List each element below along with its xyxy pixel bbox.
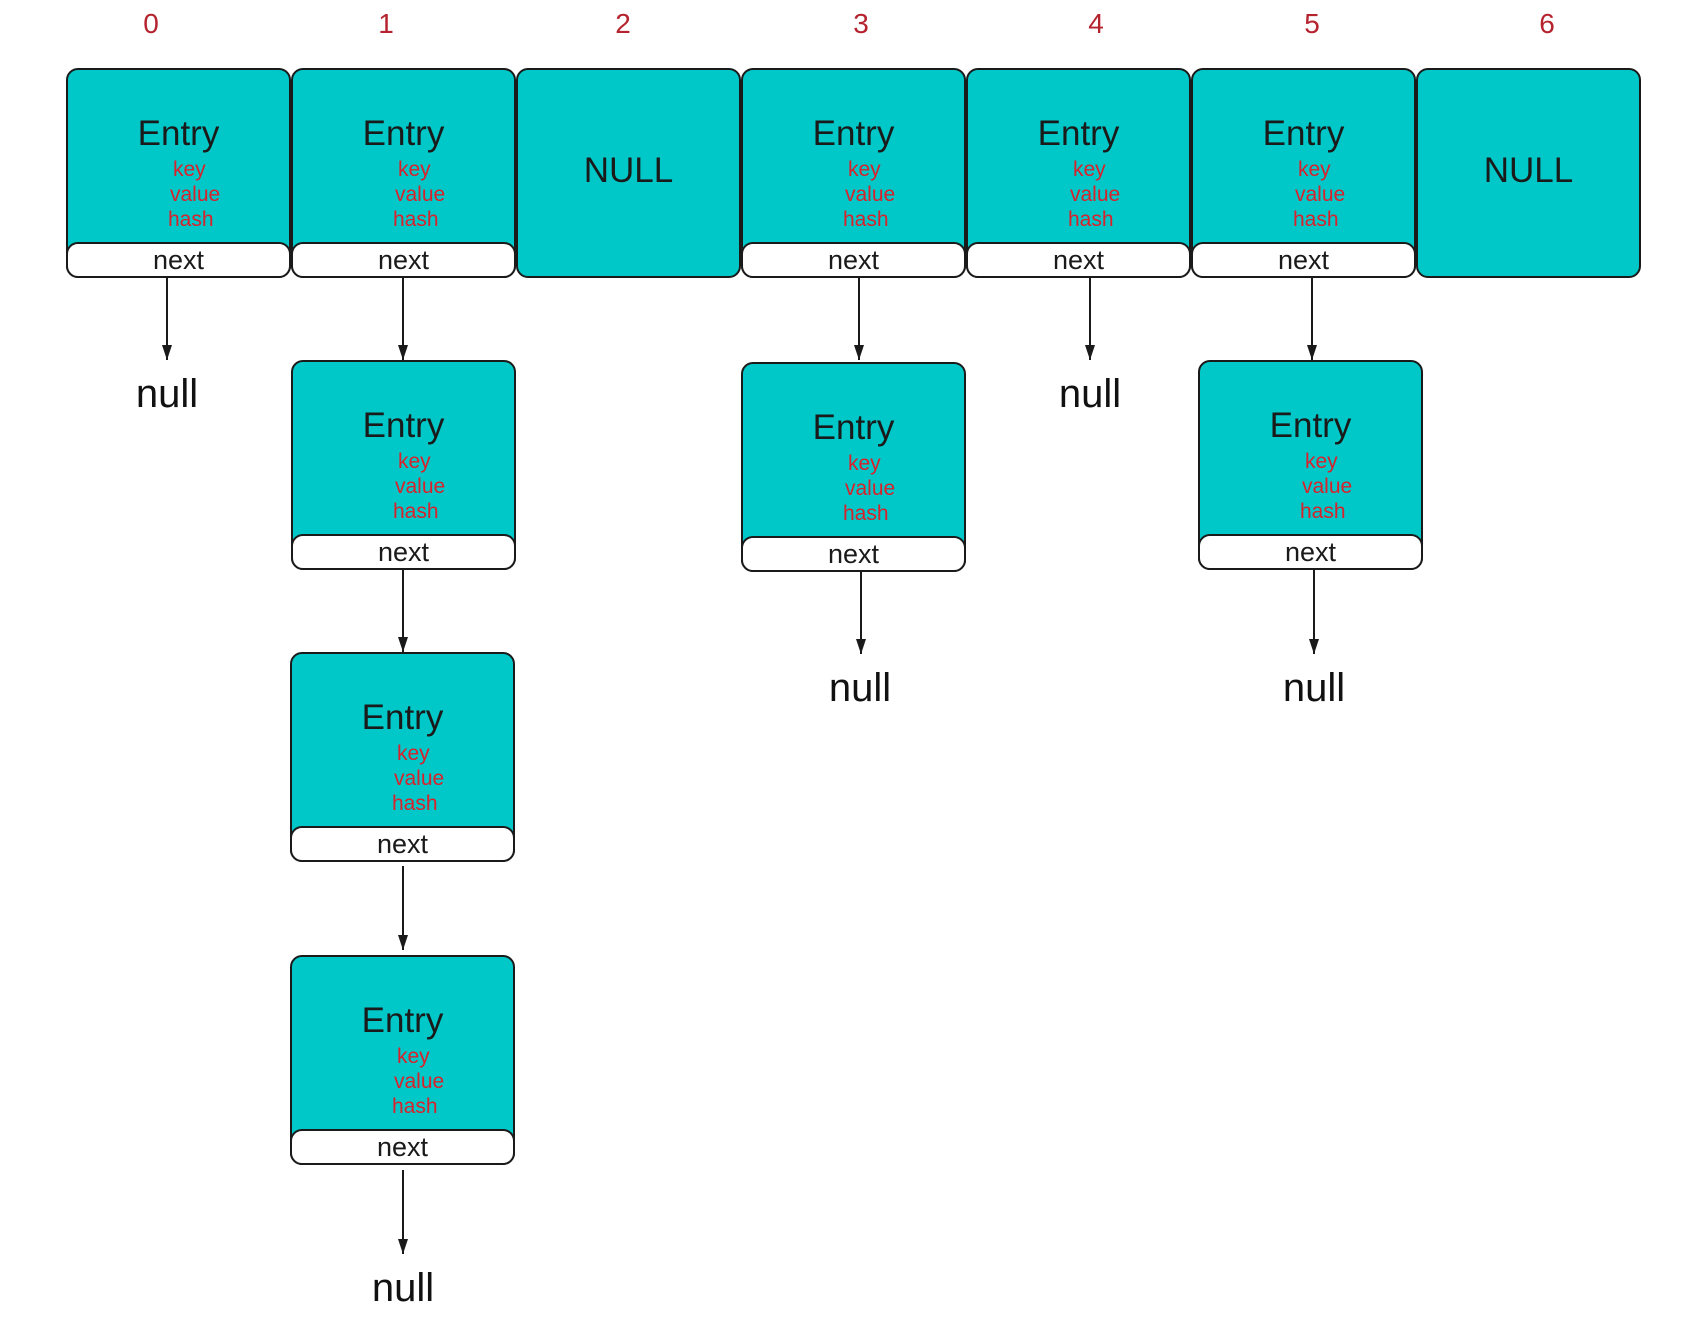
key-field: key <box>848 158 881 181</box>
arrowhead <box>398 1239 408 1254</box>
chain-1-terminator: null <box>371 1266 435 1310</box>
hash-field: hash <box>1300 500 1346 523</box>
arrowhead <box>854 345 864 360</box>
chain-0-terminator: null <box>135 372 199 416</box>
next-pointer: next <box>290 1129 515 1165</box>
arrowhead <box>398 637 408 652</box>
chain-3-entry-2: Entry key value hash next <box>741 362 966 572</box>
chain-1-entry-3: Entry key value hash next <box>290 652 515 862</box>
bucket-0-entry: Entry key value hash next <box>66 68 291 278</box>
hash-field: hash <box>843 502 889 525</box>
entry-label: Entry <box>361 1001 444 1040</box>
chain-5-terminator: null <box>1282 666 1346 710</box>
chain-4-terminator: null <box>1058 372 1122 416</box>
hash-field: hash <box>393 208 439 231</box>
entry-label: Entry <box>361 698 444 737</box>
hash-field: hash <box>392 1095 438 1118</box>
bucket-index-2: 2 <box>615 8 631 39</box>
next-pointer: next <box>741 536 966 572</box>
value-field: value <box>394 767 445 790</box>
hash-field: hash <box>393 500 439 523</box>
next-pointer: next <box>966 242 1191 278</box>
value-field: value <box>170 183 221 206</box>
arrowhead <box>1307 345 1317 360</box>
next-pointer: next <box>291 534 516 570</box>
value-field: value <box>395 183 446 206</box>
bucket-6-empty: NULL <box>1416 68 1641 278</box>
hash-field: hash <box>168 208 214 231</box>
next-pointer: next <box>741 242 966 278</box>
bucket-index-5: 5 <box>1304 8 1320 39</box>
key-field: key <box>397 742 430 765</box>
bucket-1-entry: Entry key value hash next <box>291 68 516 278</box>
value-field: value <box>395 475 446 498</box>
bucket-index-4: 4 <box>1088 8 1104 39</box>
bucket-5-entry: Entry key value hash next <box>1191 68 1416 278</box>
arrowhead <box>1085 345 1095 360</box>
value-field: value <box>1070 183 1121 206</box>
value-field: value <box>394 1070 445 1093</box>
arrowhead <box>398 345 408 360</box>
entry-label: Entry <box>1037 114 1120 153</box>
value-field: value <box>1295 183 1346 206</box>
entry-label: Entry <box>1262 114 1345 153</box>
value-field: value <box>845 477 896 500</box>
arrowhead <box>162 345 172 360</box>
next-pointer: next <box>66 242 291 278</box>
key-field: key <box>398 158 431 181</box>
bucket-index-0: 0 <box>143 8 159 39</box>
entry-label: Entry <box>812 408 895 447</box>
hash-field: hash <box>392 792 438 815</box>
next-pointer: next <box>290 826 515 862</box>
entry-label: Entry <box>362 114 445 153</box>
next-pointer: next <box>291 242 516 278</box>
hash-field: hash <box>1293 208 1339 231</box>
key-field: key <box>173 158 206 181</box>
key-field: key <box>1305 450 1338 473</box>
key-field: key <box>398 450 431 473</box>
hash-field: hash <box>1068 208 1114 231</box>
hash-field: hash <box>843 208 889 231</box>
bucket-3-entry: Entry key value hash next <box>741 68 966 278</box>
entry-label: Entry <box>812 114 895 153</box>
bucket-4-entry: Entry key value hash next <box>966 68 1191 278</box>
key-field: key <box>397 1045 430 1068</box>
chain-1-entry-4: Entry key value hash next <box>290 955 515 1165</box>
arrowhead <box>398 935 408 950</box>
value-field: value <box>845 183 896 206</box>
next-pointer: next <box>1191 242 1416 278</box>
bucket-index-6: 6 <box>1539 8 1555 39</box>
value-field: value <box>1302 475 1353 498</box>
bucket-index-1: 1 <box>378 8 394 39</box>
entry-label: Entry <box>362 406 445 445</box>
bucket-2-empty: NULL <box>516 68 741 278</box>
key-field: key <box>1298 158 1331 181</box>
next-pointer: next <box>1198 534 1423 570</box>
key-field: key <box>848 452 881 475</box>
chain-3-terminator: null <box>828 666 892 710</box>
bucket-index-3: 3 <box>853 8 869 39</box>
arrowhead <box>1309 639 1319 654</box>
entry-label: Entry <box>1269 406 1352 445</box>
chain-5-entry-2: Entry key value hash next <box>1198 360 1423 570</box>
key-field: key <box>1073 158 1106 181</box>
chain-1-entry-2: Entry key value hash next <box>291 360 516 570</box>
arrowhead <box>856 639 866 654</box>
entry-label: Entry <box>137 114 220 153</box>
